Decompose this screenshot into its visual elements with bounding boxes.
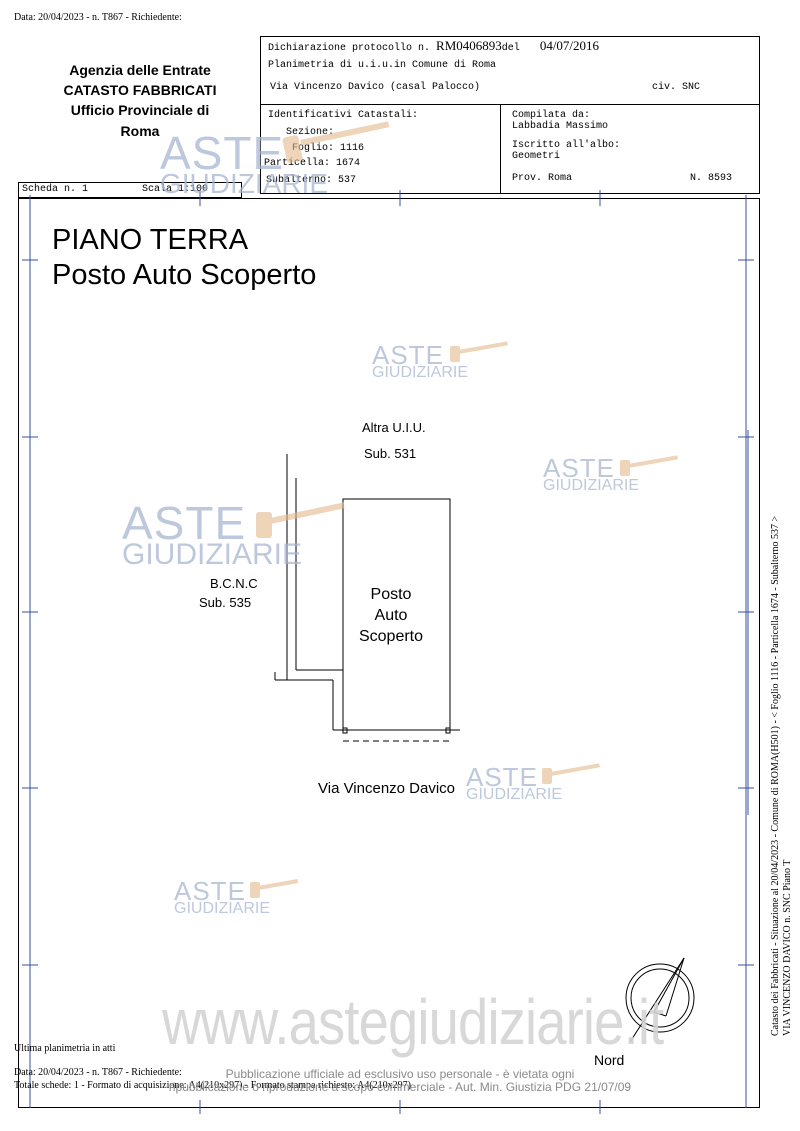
province: Prov. Roma [512,173,573,184]
last-plan-note: Ultima planimetria in atti [14,1043,116,1054]
room-label-line: Posto [370,586,412,603]
civic-number: civ. SNC [652,82,701,93]
catasto-label: CATASTO FABBRICATI [63,82,217,98]
office-city: Roma [120,123,160,139]
watermark-aste-logo: ASTE GIUDIZIARIE [160,127,329,199]
plan-frame [18,198,760,1108]
watermark-aste-logo: ASTE GIUDIZIARIE [543,453,640,494]
registered-label: Iscritto all'albo: [512,140,621,151]
scale: Scala 1:100 [142,184,209,195]
scheda-box [18,182,242,198]
office-label: Ufficio Provinciale di [70,102,210,118]
publication-line2: ripubblicazione o riproduzione a scopo c… [168,1080,632,1094]
identifiers-divider [500,104,501,194]
bcnc-label: B.C.N.C [210,576,258,591]
declaration-line: Dichiarazione protocollo n. RM0406893del… [268,38,600,54]
room-label: Posto Auto Scoperto [343,584,439,647]
street-label: Via Vincenzo Davico [318,780,456,797]
compiled-name: Labbadia Massimo [512,121,609,132]
watermark-aste-logo: ASTE GIUDIZIARIE [466,762,563,803]
top-date-line: Data: 20/04/2023 - n. T867 - Richiedente… [14,12,182,23]
room-label-line: Scoperto [358,628,424,645]
watermark-aste-logo: ASTE GIUDIZIARIE [122,497,303,571]
subalterno: Subalterno: 537 [266,175,357,186]
footer-date-line: Data: 20/04/2023 - n. T867 - Richiedente… [14,1067,182,1078]
particella: Particella: 1674 [264,158,361,169]
room-label-line: Auto [374,607,408,624]
publication-line1: Pubblicazione ufficiale ad esclusivo uso… [225,1067,575,1081]
sub-531-label: Sub. 531 [364,446,417,461]
declaration-divider [260,104,760,105]
floor-title: PIANO TERRA [52,224,249,256]
footer-totals-line: Totale schede: 1 - Formato di acquisizio… [14,1080,411,1091]
watermark-aste-logo: ASTE GIUDIZIARIE [174,876,271,917]
north-label: Nord [594,1052,625,1068]
watermark-aste-logo: ASTE GIUDIZIARIE [372,340,469,381]
identifiers-title: Identificativi Catastali: [268,110,419,121]
register-number: N. 8593 [690,173,733,184]
planimetry-line: Planimetria di u.i.u.in Comune di Roma [268,60,497,71]
address-line: Via Vincenzo Davico (casal Palocco) [270,82,481,93]
registered-value: Geometri [512,151,561,162]
scheda-number: Scheda n. 1 [22,184,89,195]
agency-name: Agenzia delle Entrate [69,62,211,78]
foglio: Foglio: 1116 [292,143,365,154]
other-unit-label: Altra U.I.U. [362,420,426,435]
watermark-site-url: www.astegiudiziarie.it [162,986,664,1058]
publication-notice: Pubblicazione ufficiale ad esclusivo uso… [150,1068,650,1094]
agency-block: Agenzia delle Entrate CATASTO FABBRICATI… [20,60,260,142]
sezione: Sezione: [286,127,335,138]
sub-535-label: Sub. 535 [199,595,252,610]
compiled-label: Compilata da: [512,110,591,121]
declaration-box [260,36,760,194]
north-compass-icon [625,957,695,1043]
floor-subtitle: Posto Auto Scoperto [52,259,317,291]
